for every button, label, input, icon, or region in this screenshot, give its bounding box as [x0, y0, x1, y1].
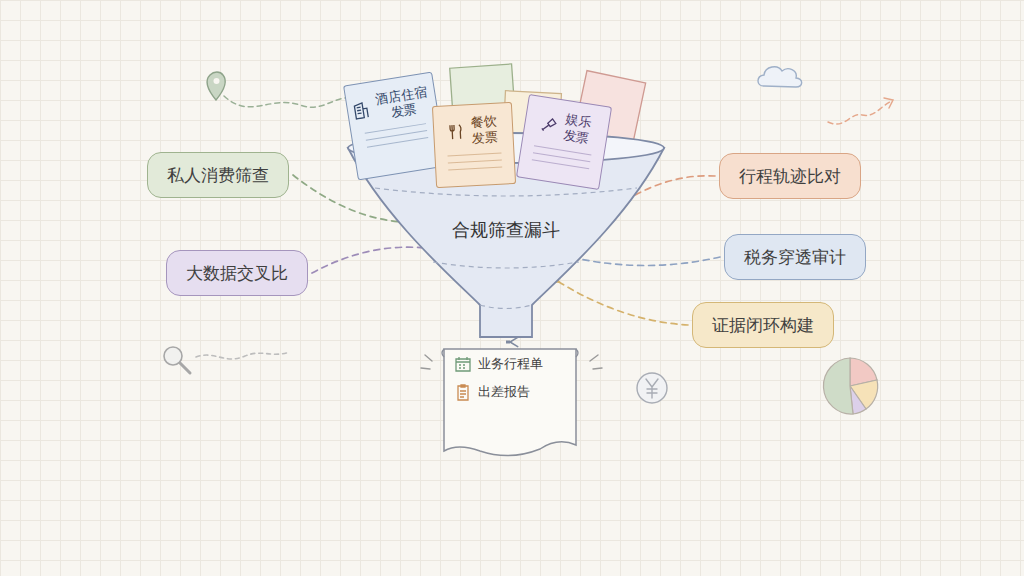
building-stroke: [354, 103, 368, 120]
connector: [312, 244, 433, 273]
clip-icon: [454, 383, 472, 401]
invoice-rule: [448, 166, 503, 170]
pill-label: 税务穿透审计: [744, 246, 846, 269]
scroll-curl: [442, 349, 578, 357]
process-pill: 大数据交叉比: [166, 250, 308, 296]
invoice-rule: [447, 152, 502, 156]
pill-label: 证据闭环构建: [712, 314, 814, 337]
invoice-card: 娱乐 发票: [516, 94, 612, 190]
cloud-icon: [758, 67, 802, 87]
scroll-row: 业务行程单: [454, 355, 580, 373]
location-pin: [207, 72, 345, 107]
scroll-paper: [444, 349, 576, 456]
dashed-connector: [559, 282, 688, 325]
mic-stroke: [542, 118, 557, 133]
invoice-label: 餐饮 发票: [468, 114, 500, 148]
invoice-head: 餐饮 发票: [446, 114, 500, 149]
clip-stroke: [458, 385, 468, 400]
arrow-head: [510, 337, 518, 346]
yen-coin: [637, 373, 667, 403]
mic-icon: [539, 114, 560, 135]
building-icon: [351, 100, 372, 121]
invoice-head: 酒店住宿 发票: [350, 83, 434, 128]
pill-label: 行程轨迹比对: [739, 165, 841, 188]
dashed-connector: [575, 257, 720, 266]
output-scroll: 业务行程单出差报告: [440, 345, 580, 460]
fork-stroke: [450, 125, 462, 140]
cal-stroke: [456, 357, 470, 371]
fork-icon: [447, 123, 466, 142]
invoice-head: 娱乐 发票: [538, 107, 594, 147]
connector: [506, 337, 518, 346]
invoice-label: 娱乐 发票: [560, 111, 595, 148]
process-pill: 税务穿透审计: [724, 234, 866, 280]
invoice-card: 餐饮 发票: [432, 102, 516, 188]
pill-label: 私人消费筛查: [167, 164, 269, 187]
process-pill: 证据闭环构建: [692, 302, 834, 348]
invoice-card: 酒店住宿 发票: [343, 72, 447, 181]
invoice-label: 酒店住宿 发票: [371, 83, 433, 124]
pill-label: 大数据交叉比: [186, 262, 288, 285]
scroll-label: 出差报告: [478, 383, 530, 401]
process-pill: 行程轨迹比对: [719, 153, 861, 199]
funnel-label: 合规筛查漏斗: [345, 218, 667, 242]
funnel-band: [375, 188, 637, 309]
connector: [566, 252, 720, 266]
trend-arrow: [828, 98, 893, 124]
scroll-row: 出差报告: [454, 383, 580, 401]
pie-chart: [823, 358, 877, 414]
scroll-label: 业务行程单: [478, 355, 543, 373]
magnifier-icon: [164, 347, 290, 373]
dashed-connector: [312, 247, 425, 273]
connector: [550, 274, 688, 325]
cal-icon: [454, 355, 472, 373]
invoice-rule: [448, 159, 503, 163]
process-pill: 私人消费筛查: [147, 152, 289, 198]
